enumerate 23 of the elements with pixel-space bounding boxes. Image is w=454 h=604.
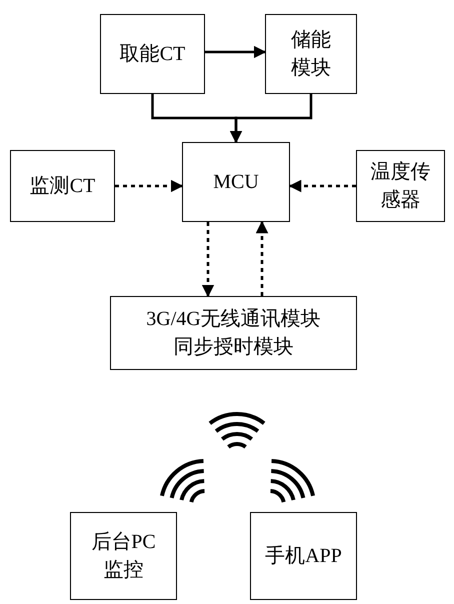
box-label: 温度传感器 <box>370 160 432 213</box>
arrow <box>202 222 214 298</box>
process-box <box>10 150 115 222</box>
box-label: 监测CT <box>30 174 96 199</box>
box-label: 3G/4G无线通讯模块 <box>146 307 321 332</box>
arrow <box>115 180 184 192</box>
box-label: MCU <box>213 170 259 195</box>
arrow <box>256 220 268 296</box>
box-label: 后台PC监控 <box>90 530 157 583</box>
box-label: 手机APP <box>265 544 342 569</box>
arrow <box>288 180 356 192</box>
process-box <box>70 512 177 600</box>
box-label: 同步授时模块 <box>174 335 294 360</box>
process-box <box>100 14 205 94</box>
arrow <box>230 94 312 144</box>
arrow <box>205 46 266 58</box>
process-box <box>265 14 357 94</box>
process-box <box>110 296 357 370</box>
box-label: 取能CT <box>120 42 186 67</box>
process-box <box>182 142 290 222</box>
process-box <box>250 512 357 600</box>
box-label: 储能模块 <box>290 28 332 81</box>
process-box <box>356 150 445 222</box>
